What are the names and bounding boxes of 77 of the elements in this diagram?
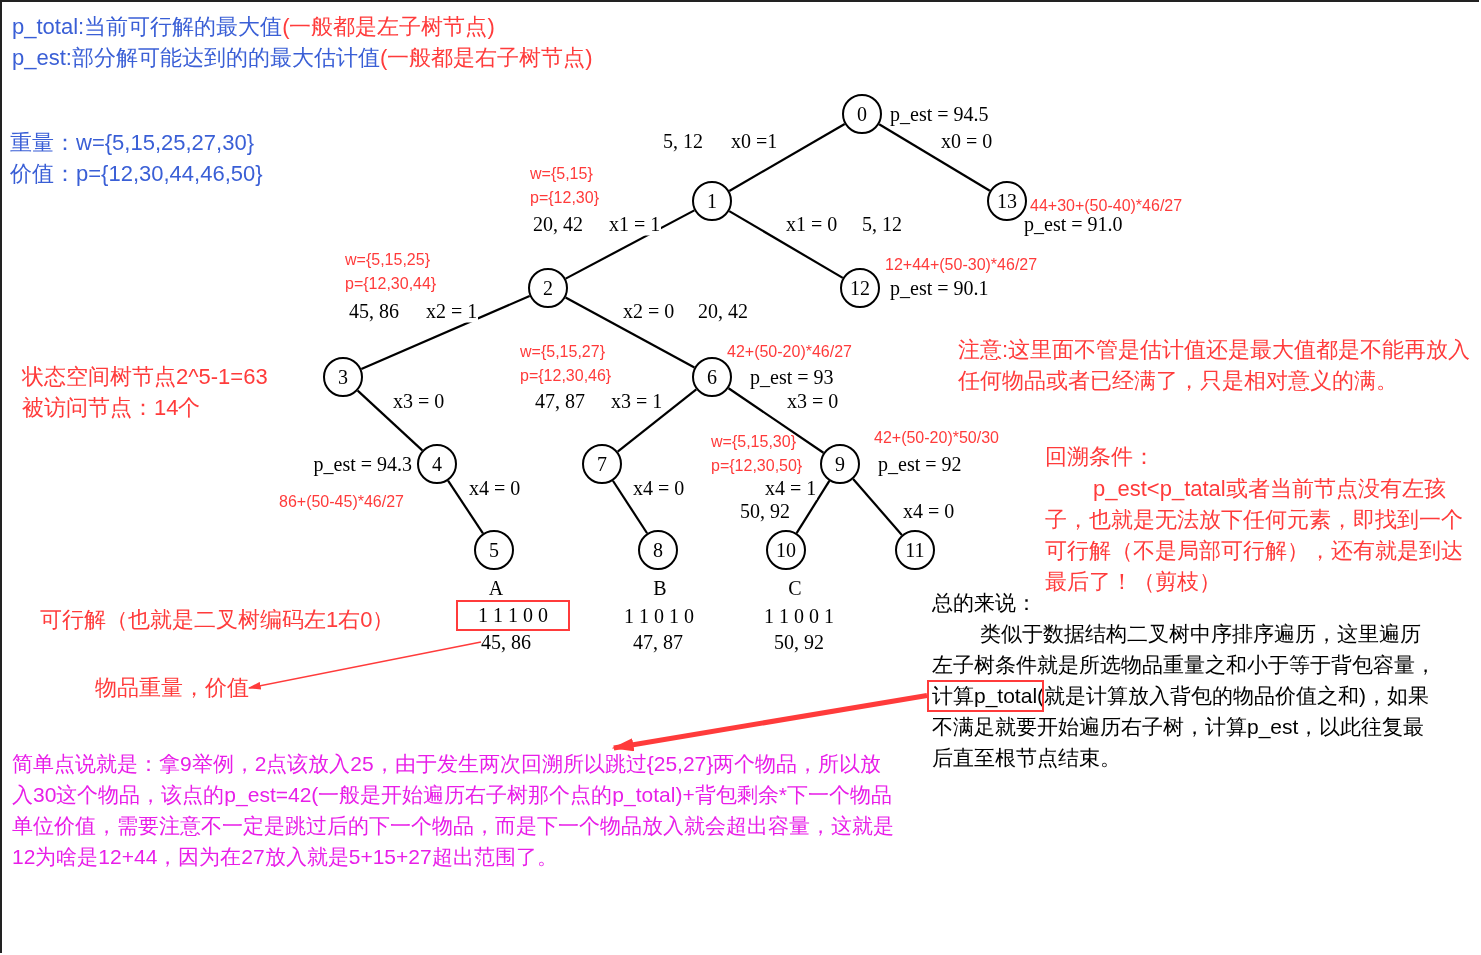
tree-edge [447, 480, 484, 534]
node-annotation: 47, 87 [535, 389, 585, 413]
definition-text: (一般都是左子树节点) [282, 14, 495, 39]
tree-node-circle: 4 [417, 444, 457, 484]
tree-node-circle: 10 [766, 530, 806, 570]
node-annotation: 45, 86 [349, 299, 399, 323]
tree-edge [565, 209, 695, 280]
node-annotation: 86+(50-45)*46/27 [279, 493, 404, 511]
value-text: 45, 86 [481, 630, 531, 654]
node-annotation: w={5,15,30} [711, 433, 796, 451]
set-text: p={12,30} [530, 189, 599, 207]
tree-edge [727, 387, 825, 454]
tree-edge [728, 210, 844, 279]
tree-edge [617, 388, 697, 453]
node-annotation: 20, 42 [698, 299, 748, 323]
note-text: 注意:这里面不管是估计值还是最大值都是不能再放入任何物品或者已经满了，只是相对意义的满。 [958, 336, 1472, 395]
legend-text: 重量：w={5,15,25,27,30} [10, 129, 254, 157]
definition-text: p_est:部分解可能达到的的最大估计值 [12, 45, 380, 70]
note-paragraph: 简单点说就是：拿9举例，2点该放入25，由于发生两次回溯所以跳过{25,27}两个物品，所以放入30这个物品，该点的p_est=42(一般是开始遍历右子树那个点的p_total)+背包剩余*下一个物品单位价值，需要注意不一定是跳过后的下一个物品，而是下一个物品放入就会超出容量，这就是12为啥是12+44，因为在27放入就是5+15+27超出范围了。 [12, 748, 897, 872]
tree-node-circle: 1 [692, 181, 732, 221]
node-annotation: 12+44+(50-30)*46/27 [885, 256, 1038, 274]
note-text: p_est<p_tatal或者当前节点没有左孩子，也就是无法放下任何元素，即找到一个可行解（不是局部可行解），还有就是到达最后了！（剪枝） [1045, 475, 1464, 596]
arrow [612, 693, 928, 753]
definition-text: p_total:当前可行解的最大值 [12, 14, 283, 39]
tree-edge [852, 478, 903, 536]
tree-edge [565, 296, 695, 369]
tree-node-circle: 11 [895, 530, 935, 570]
heading-text: 总的来说： [932, 589, 1037, 616]
node-annotation: 20, 42 [533, 212, 583, 236]
node-annotation: p_est = 94.3 [313, 452, 412, 476]
tree-edge [612, 480, 648, 534]
node-annotation: 42+(50-20)*50/30 [874, 429, 999, 447]
node-annotation: 5, 12 [862, 212, 902, 236]
node-annotation: p={12,30,50} [711, 457, 803, 475]
definition-text: (一般都是右子树节点) [379, 45, 593, 70]
node-annotation: p_est = 92 [878, 452, 962, 476]
code-text: 1 1 0 0 1 [764, 604, 834, 628]
set-text: p={12,30,44} [345, 275, 437, 293]
set-text: p={12,30,46} [520, 367, 612, 385]
tree-edge [360, 294, 531, 371]
tree-node-circle: 8 [638, 530, 678, 570]
node-annotation: p_est = 93 [750, 365, 834, 389]
node-annotation: p_est = 94.5 [890, 102, 989, 126]
set-text: w={5,15} [530, 165, 593, 183]
solution-box: 1 1 1 0 0 [456, 600, 570, 631]
set-text: w={5,15,25} [345, 251, 430, 269]
tree-node-circle: 12 [840, 268, 880, 308]
note-text: 被访问节点：14个 [22, 394, 201, 422]
value-text: 50, 92 [774, 630, 824, 654]
node-annotation: A [488, 576, 504, 600]
tree-node-circle: 13 [987, 181, 1027, 221]
node-annotation: 50, 92 [740, 499, 790, 523]
tree-node-circle: 9 [820, 444, 860, 484]
node-annotation: B [653, 576, 667, 600]
tree-edge [728, 123, 846, 192]
legend-text: 价值：p={12,30,44,46,50} [10, 160, 263, 188]
tree-node-circle: 7 [582, 444, 622, 484]
tree-node-circle: 6 [692, 357, 732, 397]
tree-edge [878, 123, 991, 192]
value-text: 47, 87 [633, 630, 683, 654]
callout-text: 物品重量，价值 [95, 673, 249, 703]
arrow [248, 641, 482, 691]
tree-edge [795, 480, 831, 534]
node-annotation: p_est = 90.1 [890, 276, 989, 300]
tree-node-circle: 5 [474, 530, 514, 570]
note-text: 可行解（也就是二叉树编码左1右0） [40, 606, 395, 634]
note-text: 状态空间树节点2^5-1=63 [22, 363, 268, 391]
tree-node-circle: 2 [528, 268, 568, 308]
node-annotation: C [788, 576, 802, 600]
tree-node-circle: 3 [323, 357, 363, 397]
tree-edge [356, 389, 424, 452]
tree-node-circle: 0 [842, 94, 882, 134]
node-annotation: 5, 12 [663, 129, 703, 153]
node-annotation: 44+30+(50-40)*46/27 [1030, 197, 1183, 215]
set-text: w={5,15,27} [520, 343, 605, 361]
code-text: 1 1 0 1 0 [624, 604, 694, 628]
heading-text: 回溯条件： [1045, 443, 1155, 471]
